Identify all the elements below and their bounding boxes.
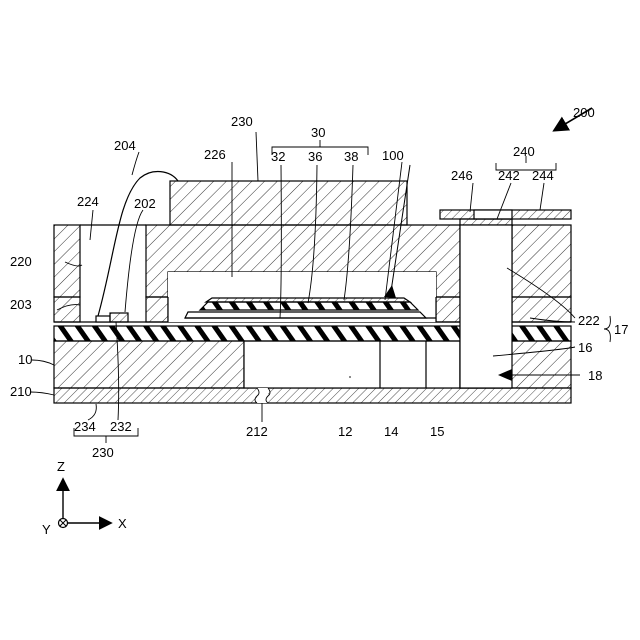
label-100: 100 <box>382 148 404 163</box>
axis-label-x: X <box>118 516 127 531</box>
label-230-bottom: 230 <box>92 445 114 460</box>
label-224: 224 <box>77 194 99 209</box>
axis-label-y: Y <box>42 522 51 537</box>
label-200: 200 <box>573 105 595 120</box>
label-12: 12 <box>338 424 352 439</box>
channel-18 <box>460 225 512 388</box>
label-240: 240 <box>513 144 535 159</box>
label-16: 16 <box>578 340 592 355</box>
label-204: 204 <box>114 138 136 153</box>
hole-212 <box>255 388 270 403</box>
label-17: 17 <box>614 322 628 337</box>
label-10: 10 <box>18 352 32 367</box>
label-30: 30 <box>311 125 325 140</box>
pads-232-234 <box>96 313 128 322</box>
label-246: 246 <box>451 168 473 183</box>
label-244: 244 <box>532 168 554 183</box>
label-36: 36 <box>308 149 322 164</box>
label-32: 32 <box>271 149 285 164</box>
label-203: 203 <box>10 297 32 312</box>
label-220: 220 <box>10 254 32 269</box>
label-232: 232 <box>110 419 132 434</box>
top-block-230 <box>170 181 407 225</box>
lid-240 <box>440 210 571 225</box>
label-202: 202 <box>134 196 156 211</box>
label-14: 14 <box>384 424 398 439</box>
label-210: 210 <box>10 384 32 399</box>
label-230-top: 230 <box>231 114 253 129</box>
label-38: 38 <box>344 149 358 164</box>
label-242: 242 <box>498 168 520 183</box>
base-layer-210 <box>54 388 571 403</box>
label-212: 212 <box>246 424 268 439</box>
label-226: 226 <box>204 147 226 162</box>
label-234: 234 <box>74 419 96 434</box>
label-222: 222 <box>578 313 600 328</box>
axis-legend <box>59 480 111 528</box>
device-100 <box>185 298 436 318</box>
axis-label-z: Z <box>57 459 65 474</box>
label-18: 18 <box>588 368 602 383</box>
label-15: 15 <box>430 424 444 439</box>
